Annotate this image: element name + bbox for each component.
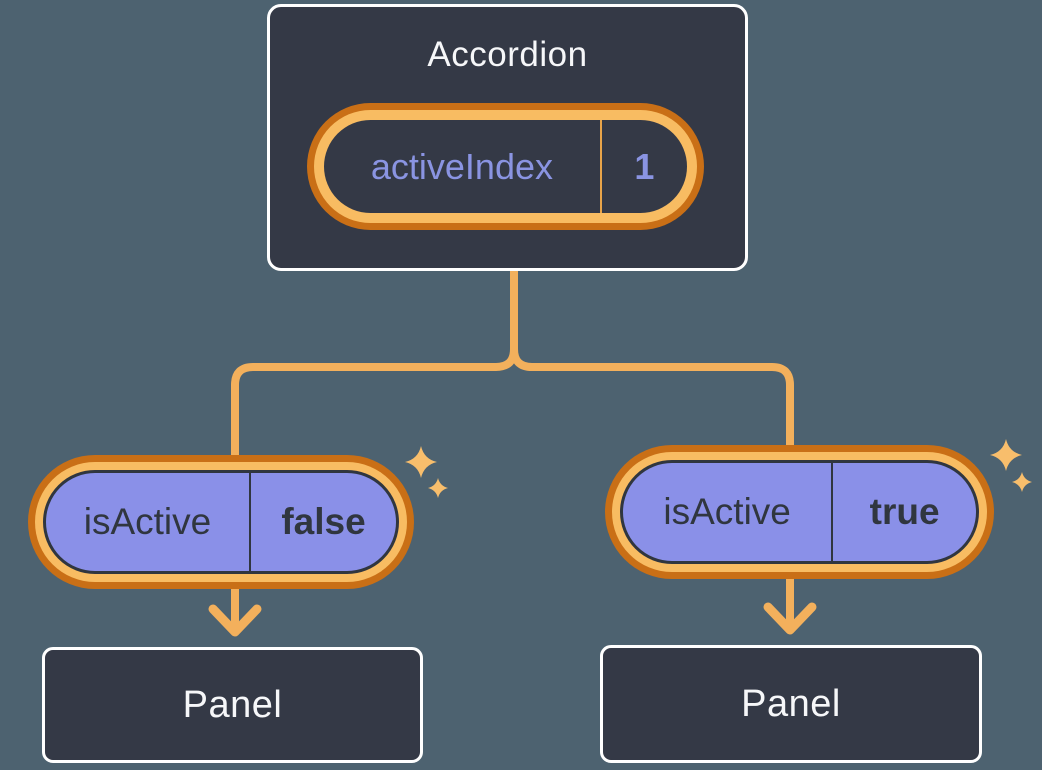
state-value-label: 1 [634,145,655,187]
sparkle-icon [1012,472,1032,492]
state-pill: activeIndex 1 [324,120,687,213]
pill-divider [599,120,602,213]
sparkle-icon [990,439,1022,471]
prop-pill-left: isActive false [43,470,399,574]
panel-label: Panel [741,682,841,725]
pill-divider [831,463,834,561]
connector-right [510,267,794,633]
arrow-left-icon [208,604,262,637]
connector-left [231,267,518,635]
prop-pill-right: isActive true [620,460,979,564]
state-name-label: activeIndex [370,145,553,187]
prop-name-segment: isActive [623,463,831,561]
panel-box-right: Panel [600,645,982,763]
prop-value-segment: false [251,473,396,571]
state-name-segment: activeIndex [324,120,600,213]
prop-value-label: false [281,501,366,542]
panel-label: Panel [182,683,283,726]
panel-box-left: Panel [42,647,423,763]
prop-name-label: isActive [663,491,791,532]
accordion-title: Accordion [427,35,588,74]
prop-name-segment: isActive [46,473,249,571]
state-value-segment: 1 [602,120,687,213]
sparkle-icon [405,446,437,478]
prop-value-segment: true [833,463,976,561]
pill-divider [249,473,251,571]
arrow-right-icon [763,602,817,635]
prop-value-label: true [869,491,940,532]
prop-name-label: isActive [83,501,212,542]
sparkle-icon [428,478,448,498]
